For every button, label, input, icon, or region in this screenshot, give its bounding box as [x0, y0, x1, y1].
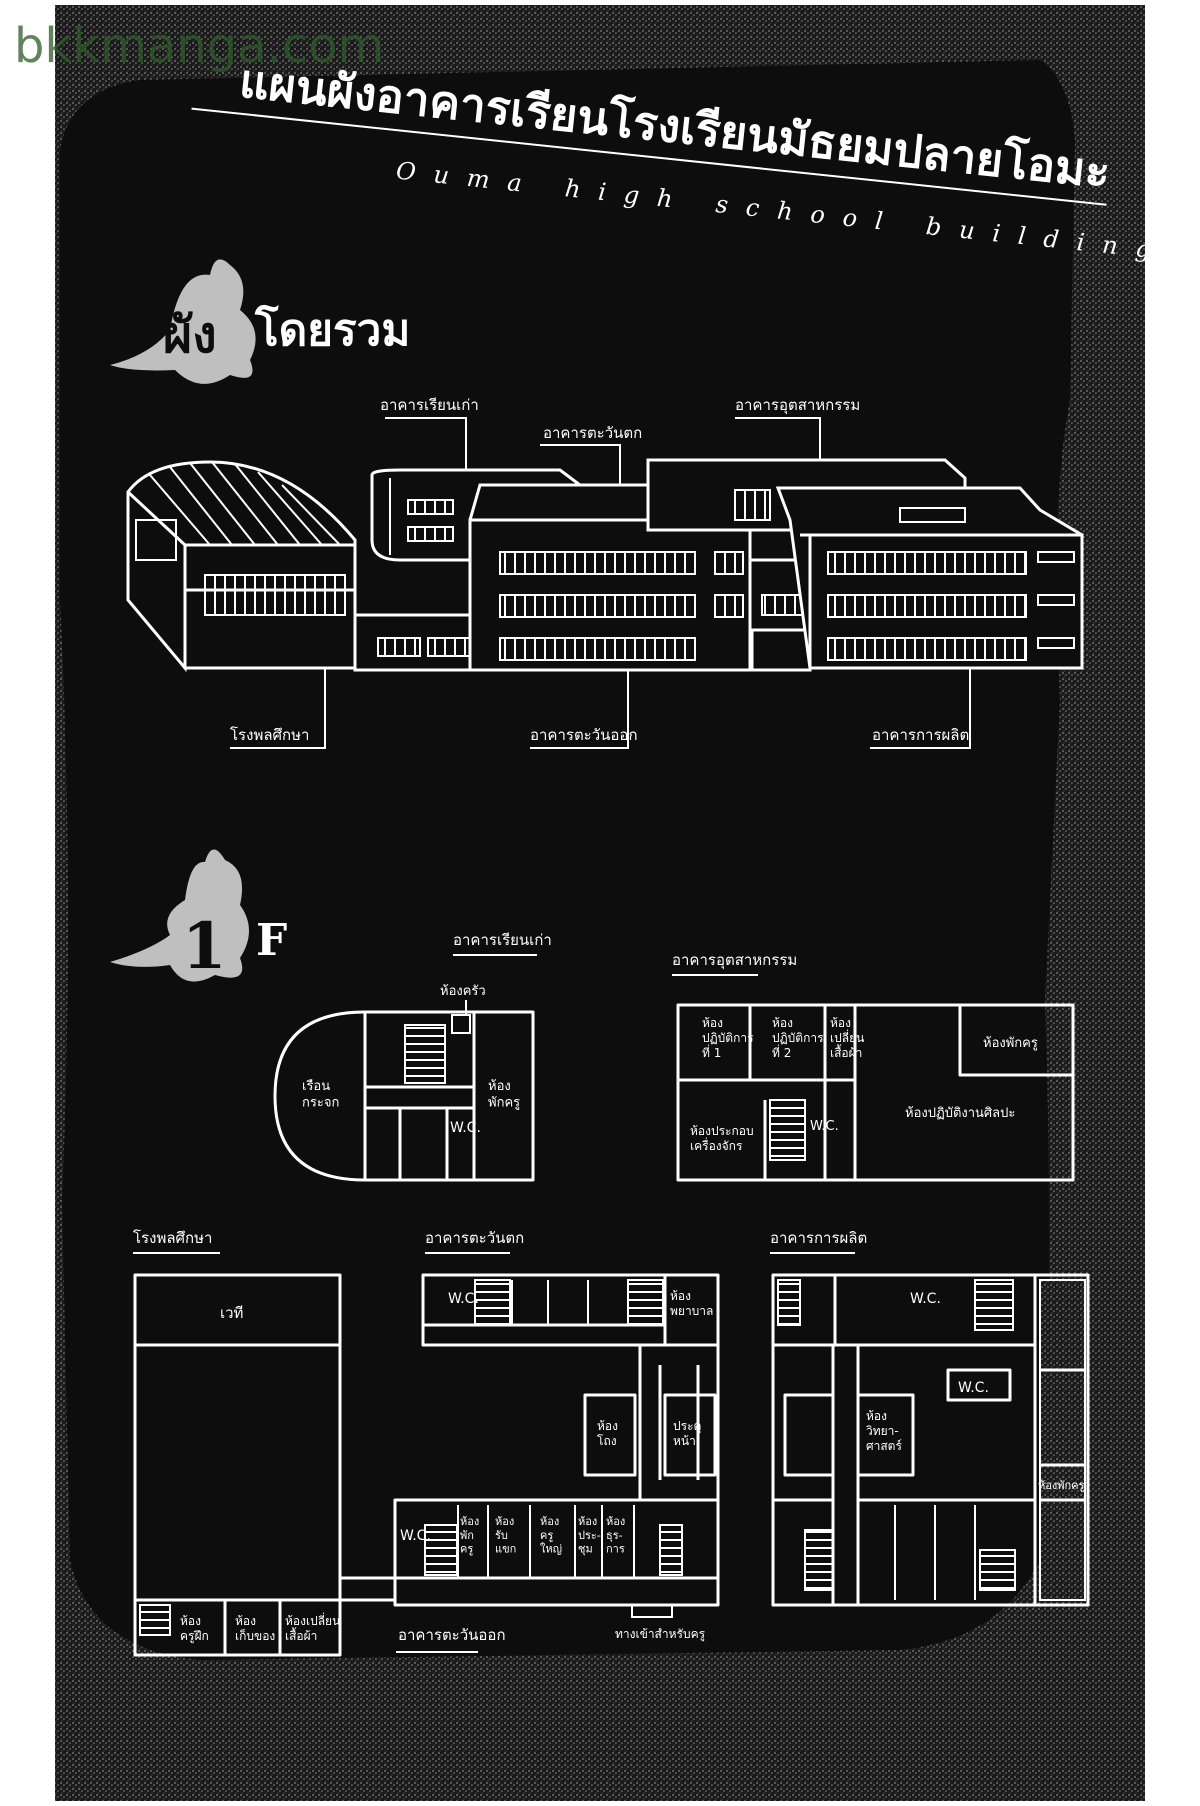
watermark: bkkmanga.com: [14, 18, 384, 74]
east-nurse: ห้องพยาบาล: [670, 1289, 713, 1318]
east-wc-top: W.C.: [448, 1291, 479, 1307]
industrial-lab2: ห้องปฏิบัติการที่ 2: [772, 1016, 824, 1060]
overview-badge: ผัง: [163, 306, 217, 364]
label-industrial-building: อาคารอุตสาหกรรม: [735, 396, 860, 415]
production-plan: อาคารการผลิต W.C. W.C. ห้องวิทยา-ศาสตร์ …: [770, 1229, 1090, 1607]
gym-plan: โรงพลศึกษา เวที ห้องครูฝึก ห้องเก็บของ ห…: [133, 1229, 395, 1657]
east-front-door: ประตูหน้า: [673, 1419, 701, 1448]
east-office: ห้องธุร-การ: [606, 1515, 625, 1556]
floor-label: F: [256, 915, 287, 966]
production-plan-title: อาคารการผลิต: [770, 1229, 867, 1247]
industrial-teacher-room: ห้องพักครู: [983, 1036, 1038, 1051]
east-plan: อาคารตะวันตก W.C. ห้องพยาบาล ห้องโถง ประ…: [393, 1229, 720, 1653]
gym-stage: เวที: [220, 1304, 243, 1322]
east-reception: ห้องรับแขก: [495, 1515, 516, 1556]
east-wc-bottom: W.C.: [400, 1528, 431, 1544]
production-wc-top: W.C.: [910, 1291, 941, 1307]
industrial-plan-title: อาคารอุตสาหกรรม: [672, 951, 797, 970]
industrial-art-room: ห้องปฏิบัติงานศิลปะ: [905, 1106, 1015, 1121]
old-plan-title: อาคารเรียนเก่า: [453, 931, 552, 949]
east-bottom-title: อาคารตะวันออก: [398, 1626, 506, 1644]
overview-labels: อาคารเรียนเก่า อาคารตะวันตก อาคารอุตสาหก…: [230, 396, 969, 744]
east-plan-title: อาคารตะวันตก: [425, 1229, 524, 1247]
label-east-out-building: อาคารตะวันออก: [530, 726, 638, 744]
overview-label: โดยรวม: [254, 303, 410, 356]
east-meeting: ห้องประ-ชุม: [578, 1515, 601, 1556]
industrial-plan: อาคารอุตสาหกรรม ห้องปฏิบัติการที่ 1 ห้อง…: [672, 951, 1075, 1182]
gym-plan-title: โรงพลศึกษา: [133, 1229, 212, 1247]
east-teacher-entrance: ทางเข้าสำหรับครู: [615, 1627, 706, 1642]
industrial-changing: ห้องเปลี่ยนเสื้อผ้า: [830, 1016, 864, 1060]
gym-changing: ห้องเปลี่ยนเสื้อผ้า: [285, 1612, 340, 1643]
old-greenhouse: เรือนกระจก: [302, 1078, 339, 1110]
floor-badge: 1: [182, 909, 227, 984]
floor-heading: 1 F: [110, 849, 287, 984]
old-building-plan: อาคารเรียนเก่า ห้องครัว เรือนกระจก ห้องพ…: [273, 931, 552, 1182]
production-wc-mid: W.C.: [958, 1380, 989, 1396]
east-teacher-rest: ห้องพักครู: [460, 1515, 479, 1556]
old-teacher-room: ห้องพักครู: [488, 1079, 520, 1110]
label-production-building: อาคารการผลิต: [872, 726, 969, 744]
overview-heading: ผัง โดยรวม: [110, 259, 410, 384]
industrial-lab1: ห้องปฏิบัติการที่ 1: [702, 1016, 754, 1060]
gym-coach-room: ห้องครูฝึก: [180, 1614, 209, 1644]
old-kitchen: ห้องครัว: [440, 984, 486, 999]
industrial-wc: W.C.: [810, 1119, 839, 1134]
industrial-assembly: ห้องประกอบเครื่องจักร: [690, 1124, 754, 1153]
old-wc: W.C.: [450, 1120, 481, 1136]
label-old-building: อาคารเรียนเก่า: [380, 396, 479, 414]
production-teacher-room: ห้องพักครู: [1038, 1479, 1084, 1492]
label-gym: โรงพลศึกษา: [230, 726, 309, 744]
overview-map: [126, 417, 1084, 749]
east-principal: ห้องครูใหญ่: [540, 1515, 562, 1556]
gym-storage: ห้องเก็บของ: [235, 1614, 275, 1643]
east-hall: ห้องโถง: [597, 1419, 618, 1448]
production-science: ห้องวิทยา-ศาสตร์: [866, 1409, 903, 1453]
label-east-building: อาคารตะวันตก: [543, 424, 642, 442]
